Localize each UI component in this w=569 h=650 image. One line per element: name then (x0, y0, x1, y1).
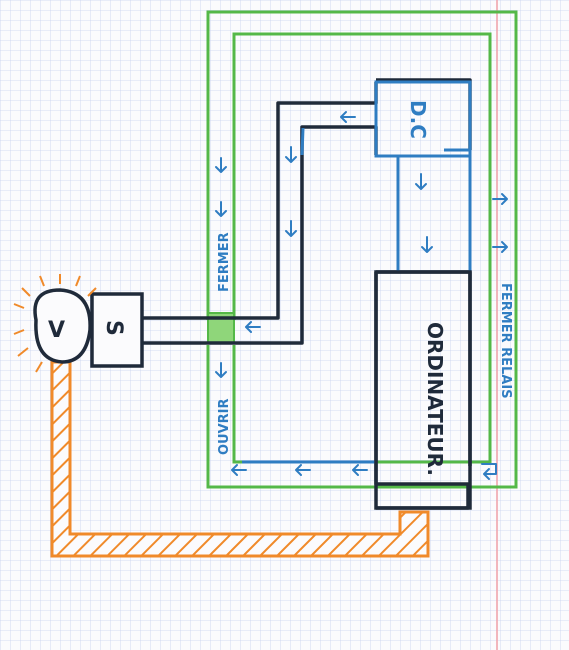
fermer-relais-label: FERMER RELAIS (498, 283, 513, 399)
fermer-label: FERMER (217, 232, 232, 292)
orange-wire (50, 360, 430, 558)
arrow-left-icon (340, 111, 356, 123)
ordinateur-block (374, 270, 472, 510)
relay-s-box (90, 292, 144, 368)
arrow-right-icon (492, 241, 508, 253)
ouvrir-label: OUVRIR (217, 398, 232, 455)
arrow-down-icon (285, 146, 297, 163)
arrow-right-icon (215, 362, 227, 378)
v-bulb (13, 274, 97, 373)
arrow-left-icon (295, 464, 311, 476)
dc-block (374, 80, 472, 158)
s-label: S (101, 320, 126, 336)
arrow-down-icon (415, 173, 427, 190)
v-label: V (48, 318, 65, 343)
arrows (215, 111, 508, 480)
arrow-right-icon (492, 193, 508, 205)
arrow-down-icon (285, 220, 297, 237)
arrow-down-icon (215, 201, 227, 217)
arrow-right-icon (481, 463, 497, 480)
dc-label: D.C (406, 100, 430, 139)
arrow-left-icon (245, 321, 261, 333)
arrow-left-icon (352, 464, 368, 476)
arrow-left-icon (231, 464, 247, 476)
arrow-down-icon (421, 236, 433, 253)
arrow-down-icon (215, 157, 227, 173)
ordinateur-label: ORDINATEUR. (423, 322, 447, 476)
